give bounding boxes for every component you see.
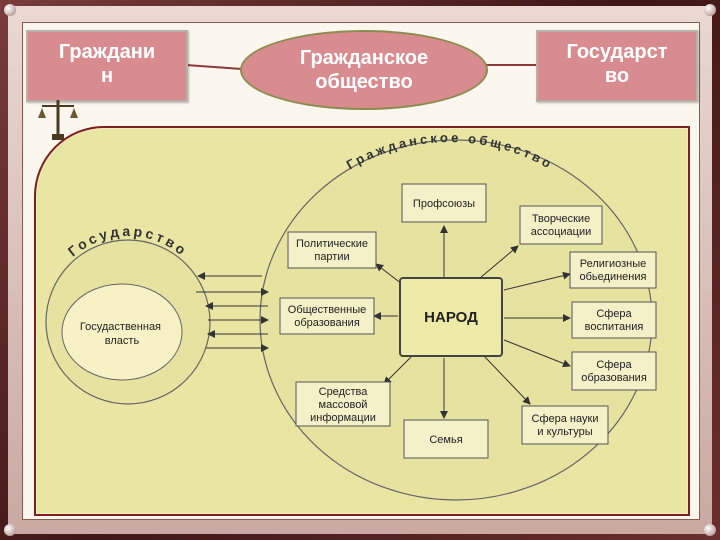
node-trade-unions: Профсоюзы bbox=[401, 183, 487, 223]
svg-text:Семья: Семья bbox=[429, 434, 462, 446]
node-label-line: Семья bbox=[429, 434, 462, 446]
state-power-circle bbox=[61, 283, 183, 381]
people-node bbox=[399, 277, 503, 357]
node-label-line: ассоциации bbox=[531, 226, 592, 238]
node-label-line: Творческие bbox=[532, 213, 590, 225]
justice-scales-icon bbox=[38, 100, 78, 140]
civil-society-label: Гражданское общество bbox=[299, 47, 429, 93]
node-label-line: обьединения bbox=[580, 271, 647, 283]
corner-bead-icon bbox=[4, 524, 16, 536]
node-label-line: Общественные bbox=[288, 304, 366, 316]
node-label-line: партии bbox=[314, 251, 349, 263]
node-label-line: массовой bbox=[319, 399, 368, 411]
node-label-line: Сфера bbox=[596, 308, 632, 320]
node-label-line: Политические bbox=[296, 238, 368, 250]
civil-society-oval: Гражданское общество bbox=[240, 30, 488, 110]
node-label-line: образования bbox=[581, 372, 647, 384]
state-power-label: Госудаственная власть bbox=[80, 321, 164, 347]
citizen-label: Граждани н bbox=[58, 41, 156, 87]
node-label-line: образования bbox=[294, 317, 360, 329]
people-arrows bbox=[373, 225, 571, 419]
connector-line bbox=[482, 64, 536, 66]
node-label-line: Средства bbox=[319, 386, 369, 398]
node-label-line: информации bbox=[310, 412, 376, 424]
node-family: Семья bbox=[403, 419, 489, 459]
node-label-line: Сфера bbox=[596, 359, 632, 371]
citizen-box: Граждани н bbox=[26, 30, 188, 102]
state-label: Государст во bbox=[566, 41, 668, 87]
node-label-line: и культуры bbox=[537, 426, 592, 438]
node-label-line: Сфера науки bbox=[532, 413, 599, 425]
node-label-line: Религиозные bbox=[580, 258, 646, 270]
node-label-line: воспитания bbox=[585, 321, 644, 333]
node-label-line: Профсоюзы bbox=[413, 198, 475, 210]
svg-text:Профсоюзы: Профсоюзы bbox=[413, 198, 475, 210]
corner-bead-icon bbox=[704, 4, 716, 16]
state-box: Государст во bbox=[536, 30, 698, 102]
state-society-arrows bbox=[196, 272, 269, 352]
people-label: НАРОД bbox=[424, 309, 478, 326]
corner-bead-icon bbox=[4, 4, 16, 16]
corner-bead-icon bbox=[704, 524, 716, 536]
